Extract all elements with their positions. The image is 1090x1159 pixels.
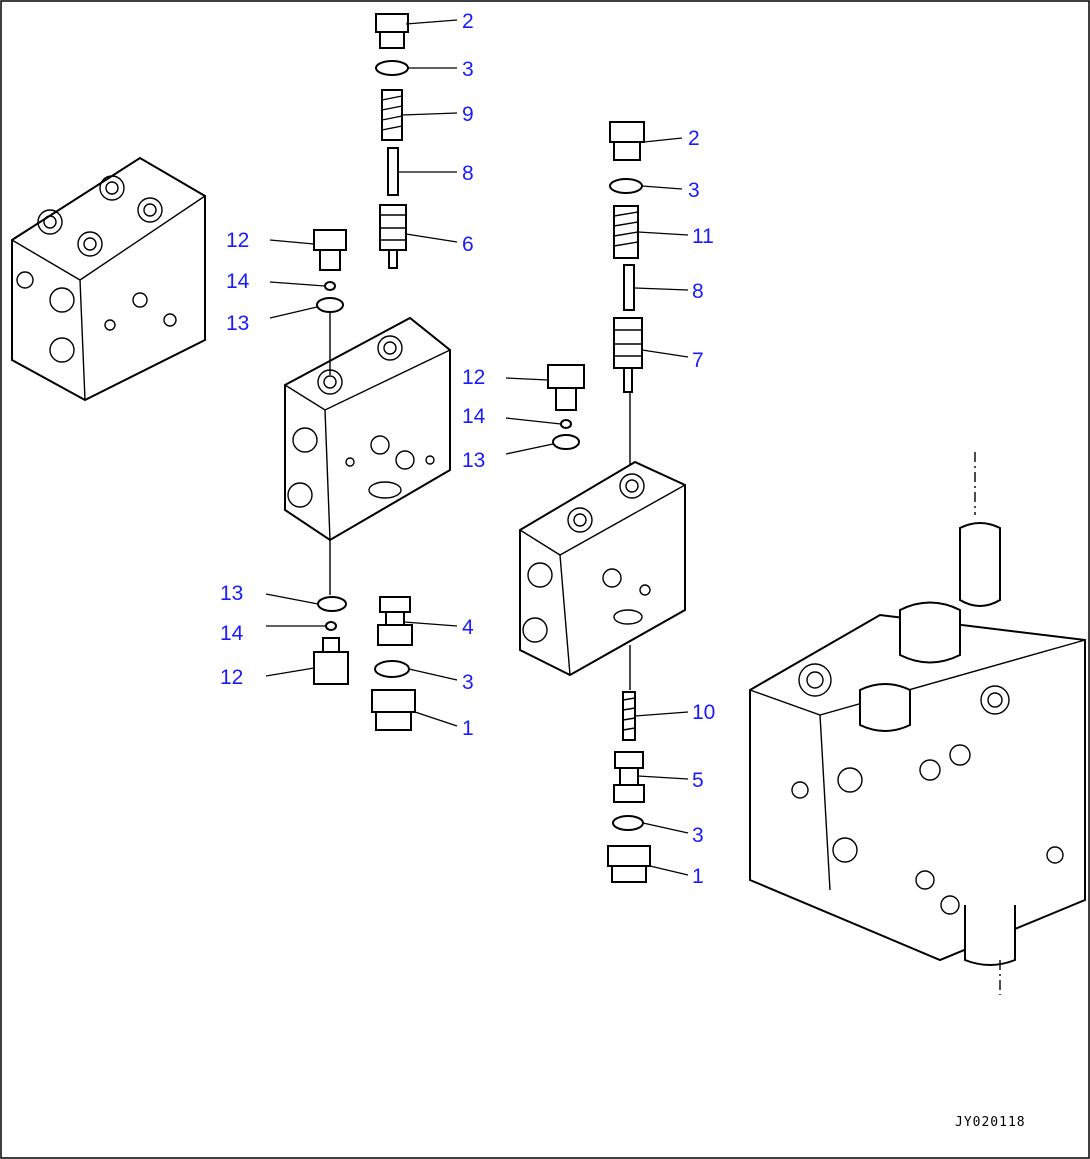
plug-1-right — [607, 845, 651, 883]
o-ring-3-lower-left — [374, 660, 410, 678]
spring-9 — [381, 89, 403, 141]
callout-14-lower: 14 — [220, 622, 244, 645]
valve-4 — [377, 596, 413, 646]
callout-labels: 2 3 9 8 6 12 14 13 2 3 11 8 7 12 14 13 1… — [220, 10, 715, 888]
plug-1-left — [371, 689, 416, 731]
leader-lines — [265, 19, 689, 876]
callout-13-upper-left: 13 — [226, 312, 249, 335]
valve-6 — [379, 204, 407, 269]
piston-8-left — [387, 147, 399, 196]
callout-11: 11 — [692, 225, 714, 248]
plug-12-upper-left — [313, 229, 347, 271]
callout-3-lower-right: 3 — [692, 824, 704, 847]
valve-7 — [613, 317, 643, 393]
callout-10: 10 — [692, 701, 715, 724]
callout-4: 4 — [462, 616, 474, 639]
callout-8-right: 8 — [692, 280, 704, 303]
callout-9: 9 — [462, 103, 474, 126]
o-ring-13-upper-left — [316, 297, 344, 313]
callout-1-left: 1 — [462, 717, 474, 740]
callout-12-upper-left: 12 — [226, 229, 249, 252]
callout-13-lower: 13 — [220, 582, 243, 605]
callout-13-middle: 13 — [462, 449, 485, 472]
callout-3-top-left: 3 — [462, 58, 474, 81]
valve-block-middle — [284, 316, 451, 542]
assembled-valve — [749, 452, 1086, 995]
callout-12-lower: 12 — [220, 666, 243, 689]
plug-12-lower — [313, 637, 349, 685]
callout-14-upper-left: 14 — [226, 270, 250, 293]
spring-10 — [622, 691, 636, 741]
o-ring-3-right — [609, 178, 643, 194]
o-ring-3-left — [375, 60, 409, 76]
callout-2-top-left: 2 — [462, 10, 474, 33]
plug-12-middle — [547, 364, 585, 411]
spring-11 — [613, 205, 639, 259]
valve-5 — [613, 751, 645, 803]
assembly-centerlines — [329, 310, 631, 690]
o-ring-13-lower — [317, 596, 347, 612]
piston-8-right — [623, 264, 635, 311]
callout-1-right: 1 — [692, 865, 704, 888]
callout-5: 5 — [692, 769, 704, 792]
ball-14-upper-left — [324, 281, 336, 291]
o-ring-3-lower-right — [612, 815, 644, 831]
drawing-code: JY020118 — [955, 1115, 1026, 1130]
valve-block-right — [519, 460, 686, 677]
valve-block-left — [11, 156, 206, 402]
o-ring-13-middle — [552, 434, 580, 450]
callout-7: 7 — [692, 349, 704, 372]
callout-12-middle: 12 — [462, 366, 485, 389]
plug-2-left — [375, 13, 409, 49]
callout-14-middle: 14 — [462, 405, 486, 428]
callout-6: 6 — [462, 233, 474, 256]
ball-14-middle — [560, 419, 572, 429]
callout-2-right: 2 — [688, 127, 700, 150]
ball-14-lower — [325, 621, 337, 631]
callout-3-right: 3 — [688, 179, 700, 202]
callout-3-lower-left: 3 — [462, 671, 474, 694]
plug-2-right — [609, 121, 645, 161]
callout-8-left: 8 — [462, 162, 474, 185]
